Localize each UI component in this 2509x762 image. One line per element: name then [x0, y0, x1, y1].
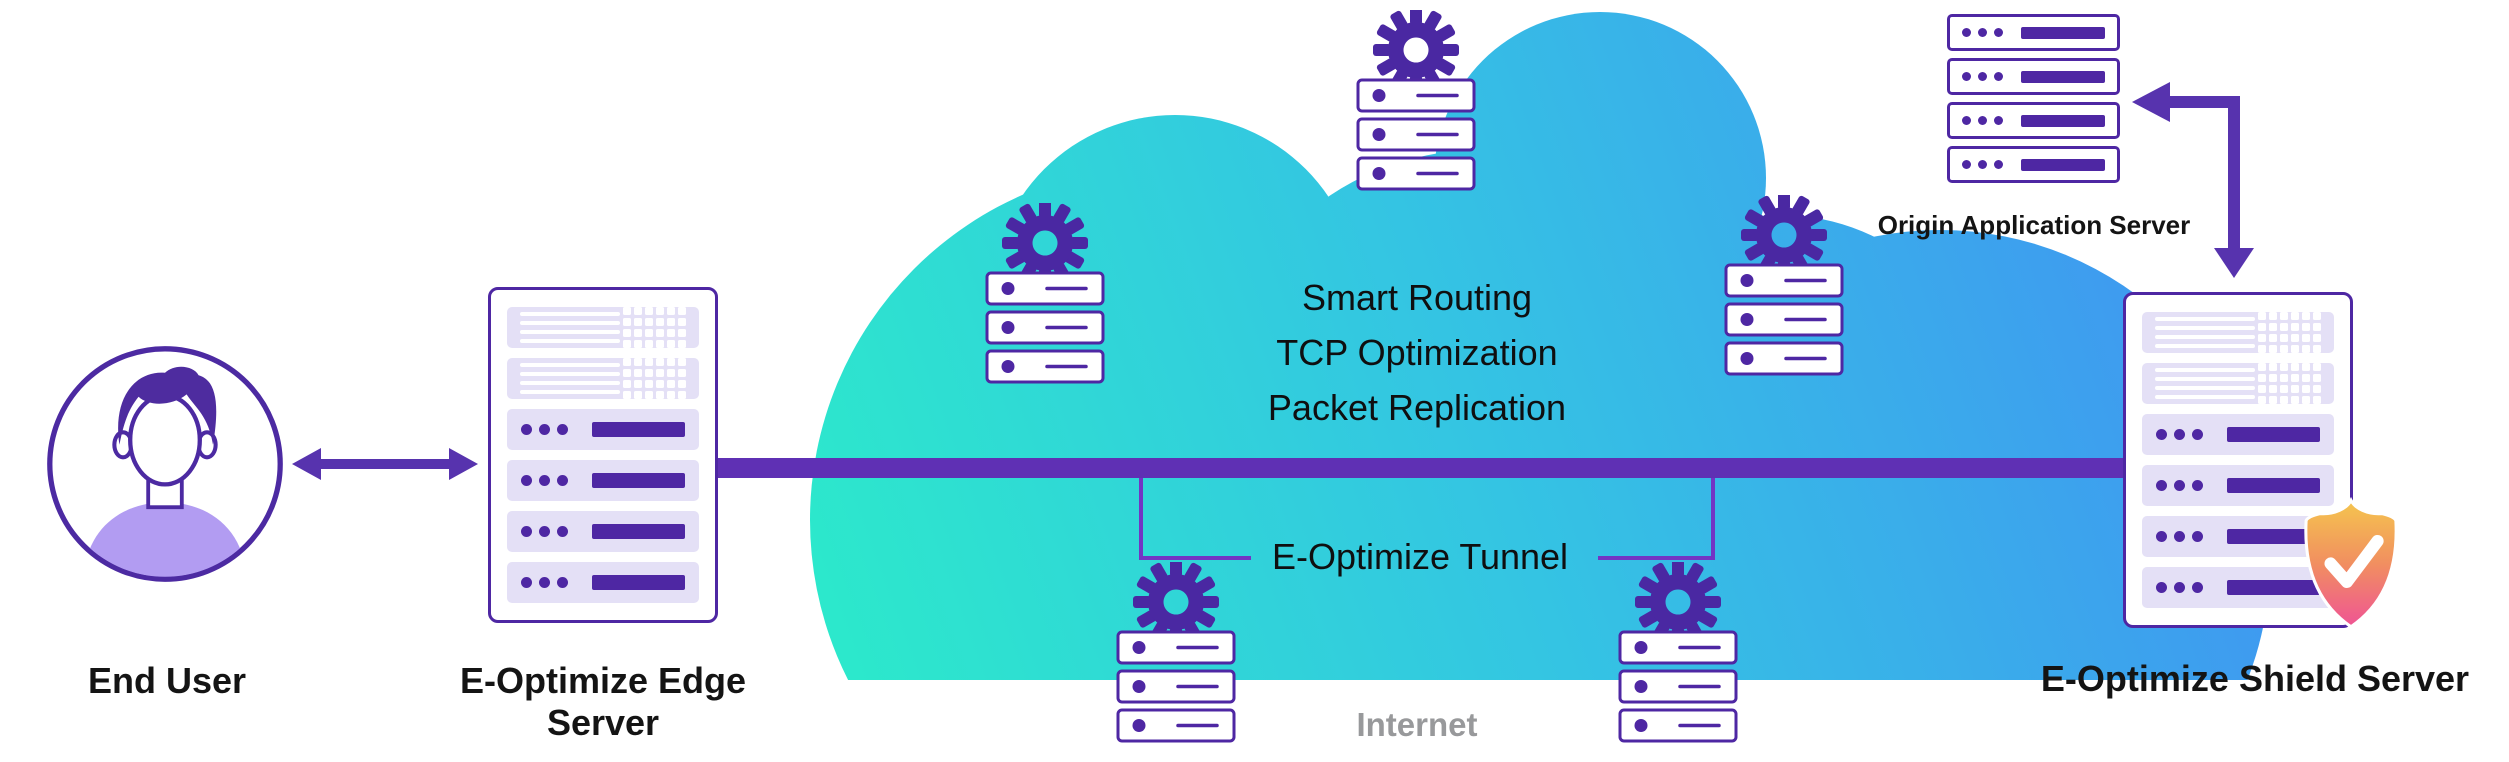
- internet-label: Internet: [1356, 706, 1478, 743]
- gear-server-icon: [1618, 562, 1738, 752]
- server-panel: [507, 307, 699, 348]
- server-panel: [2142, 312, 2334, 353]
- person-avatar-icon: [47, 346, 283, 582]
- panel-lines: [2155, 368, 2255, 399]
- tunnel-bracket: [1598, 556, 1715, 560]
- panel-grid: [623, 307, 686, 348]
- gear-server-icon: [1356, 10, 1476, 200]
- tunnel-label: E-Optimize Tunnel: [1271, 536, 1569, 577]
- panel-grid: [2258, 363, 2321, 404]
- shield-server-label: E-Optimize Shield Server: [2040, 658, 2470, 699]
- end-user-label: End User: [87, 660, 247, 701]
- cloud-feature: Smart Routing: [1301, 277, 1533, 318]
- shield-server-icon: [2123, 292, 2353, 628]
- tunnel-bar: [716, 458, 2125, 478]
- gear-server-icon: [985, 203, 1105, 393]
- server-row: [1947, 102, 2120, 139]
- cloud-feature-list: Smart Routing TCP Optimization Packet Re…: [1167, 270, 1667, 435]
- origin-server-label: Origin Application Server: [1877, 210, 2191, 240]
- server-panel: [507, 358, 699, 399]
- edge-server-label: E-Optimize Edge Server: [459, 660, 747, 743]
- cloud-feature: TCP Optimization: [1276, 332, 1558, 373]
- gear-server-icon: [1724, 195, 1844, 385]
- server-row: [507, 460, 699, 501]
- server-row: [507, 562, 699, 603]
- server-row: [507, 409, 699, 450]
- gear-server-icon: [1116, 562, 1236, 752]
- shield-check-icon: [2304, 496, 2398, 629]
- elbow-arrow-icon: [2132, 82, 2254, 278]
- server-row: [1947, 14, 2120, 51]
- server-row: [2142, 465, 2334, 506]
- tunnel-bracket: [1711, 478, 1715, 560]
- server-row: [1947, 58, 2120, 95]
- internet-cloud-shape: [810, 12, 2270, 680]
- server-row: [2142, 414, 2334, 455]
- edge-server-icon: [488, 287, 718, 623]
- cloud-feature: Packet Replication: [1267, 387, 1567, 428]
- tunnel-bracket: [1139, 556, 1251, 560]
- panel-lines: [520, 312, 620, 343]
- server-row: [2142, 516, 2334, 557]
- panel-lines: [520, 363, 620, 394]
- panel-lines: [2155, 317, 2255, 348]
- panel-grid: [623, 358, 686, 399]
- server-panel: [2142, 363, 2334, 404]
- panel-grid: [2258, 312, 2321, 353]
- server-row: [1947, 146, 2120, 183]
- server-row: [2142, 567, 2334, 608]
- tunnel-bracket: [1139, 478, 1143, 560]
- double-headed-arrow-icon: [292, 448, 478, 480]
- origin-server-icon: [1947, 14, 2120, 183]
- server-row: [507, 511, 699, 552]
